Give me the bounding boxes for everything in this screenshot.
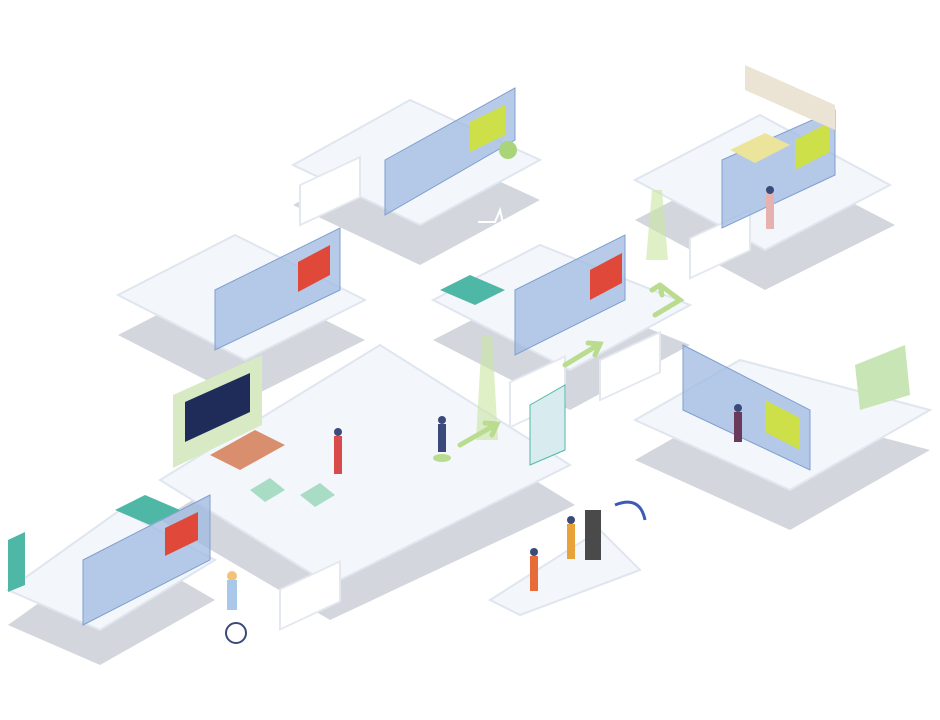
- light-beam: [476, 335, 498, 440]
- stairs-4: [689, 208, 751, 280]
- glass-wall-lab: [514, 234, 626, 356]
- person: [766, 186, 774, 194]
- furniture: [8, 65, 910, 592]
- stairs-3: [599, 330, 661, 402]
- person: [438, 416, 446, 424]
- heartbeat-line-icon: [478, 206, 530, 235]
- screen-top-center: [470, 105, 505, 152]
- person: [567, 524, 575, 559]
- reception-counter-bed: [115, 495, 180, 525]
- person: [530, 548, 538, 556]
- person: [227, 571, 237, 581]
- partition-top-right: [745, 65, 835, 130]
- person: [734, 412, 742, 442]
- stairs: [279, 155, 751, 631]
- info-screens: [165, 105, 830, 556]
- arrow-icon: [457, 420, 501, 448]
- kiosk: [585, 510, 601, 560]
- teal-counter: [8, 532, 25, 592]
- screen-mri: [765, 400, 800, 450]
- pharmacy-shelf: [529, 384, 566, 466]
- screen-lab: [590, 253, 622, 300]
- location-pin-icon: [499, 141, 517, 159]
- screen-top-right: [795, 122, 830, 170]
- wayfinding: [433, 141, 685, 521]
- stairs-1: [299, 155, 361, 227]
- screen-reception: [165, 512, 198, 556]
- armchair-1: [250, 478, 285, 502]
- arrow-icon: [649, 282, 685, 318]
- wheelchair: [225, 622, 247, 644]
- bed-top-right: [730, 133, 790, 163]
- person: [334, 436, 342, 474]
- people: [225, 186, 774, 644]
- person: [567, 516, 575, 524]
- person: [438, 424, 446, 452]
- mri-machine: [855, 345, 910, 410]
- medical-bed-lab: [440, 275, 505, 305]
- floor-lobby: [158, 343, 573, 587]
- refresh-arrows-icon: [614, 500, 647, 521]
- light-beam: [646, 190, 668, 260]
- person: [530, 556, 538, 591]
- floor-kiosk: [487, 528, 642, 617]
- person: [766, 194, 774, 229]
- sofa: [210, 430, 285, 470]
- person: [227, 580, 237, 610]
- armchair-2: [300, 483, 335, 507]
- floor-marker: [433, 454, 451, 462]
- person: [334, 428, 342, 436]
- lobby-tv: [185, 373, 250, 442]
- person: [734, 404, 742, 412]
- screen-left: [298, 245, 330, 292]
- arrow-icon: [562, 340, 604, 368]
- stairs-5: [279, 559, 341, 631]
